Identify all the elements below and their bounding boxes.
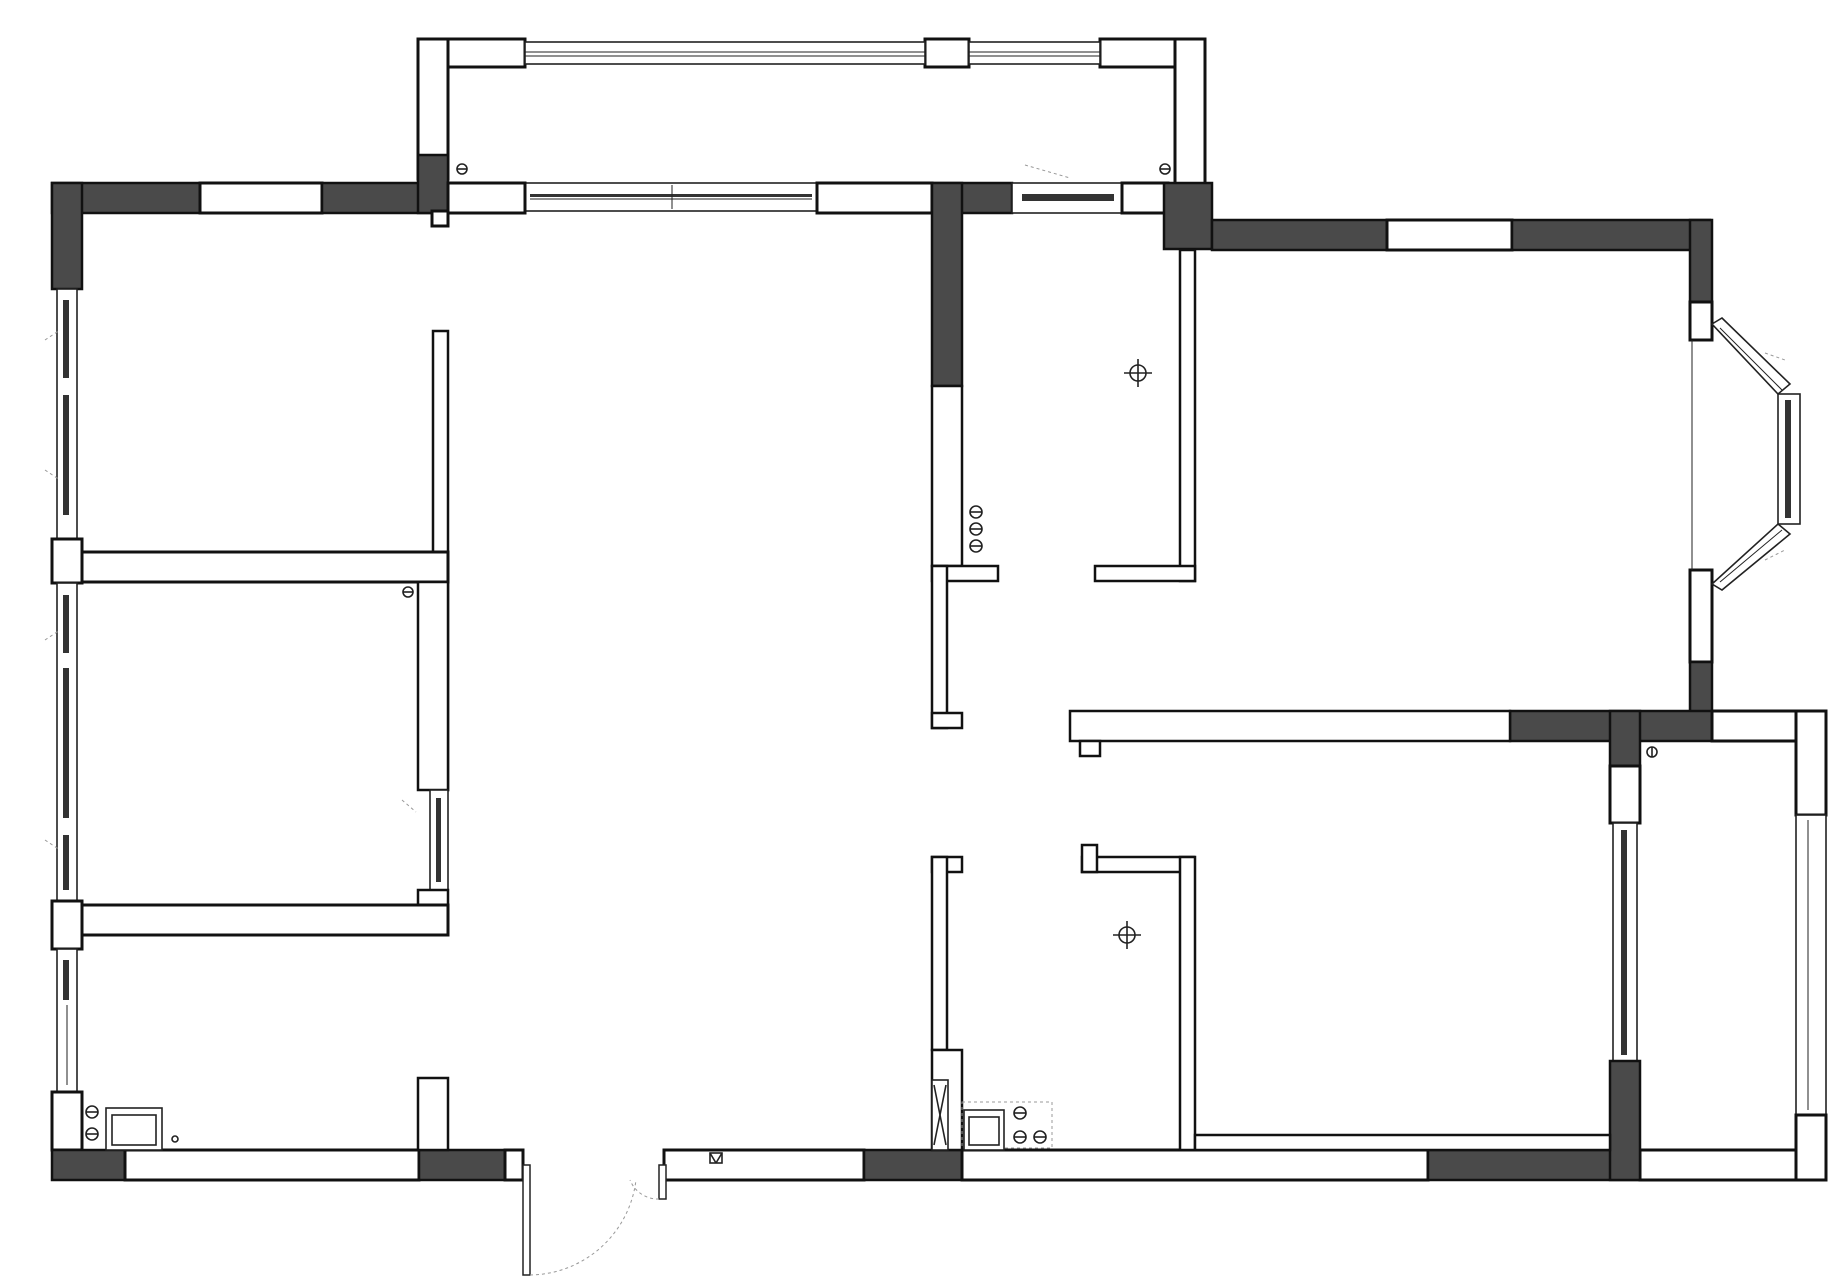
ceiling-light-icon <box>1113 921 1141 949</box>
gas-meter-icon <box>961 1101 1053 1151</box>
socket-icon <box>402 586 414 598</box>
exterior-walls <box>50 153 1828 1182</box>
socket-icon <box>456 163 468 175</box>
floor-drain-icon <box>709 1152 723 1164</box>
south-east-balcony-window <box>1795 814 1827 1116</box>
west-window-kitchen <box>56 948 78 1093</box>
kitchen-north-window <box>1011 182 1123 214</box>
window-swing <box>1764 549 1786 561</box>
vent-shaft-icon <box>931 1079 949 1151</box>
balcony-window-left <box>524 41 926 65</box>
bedroom-3-door-window <box>429 789 449 891</box>
balcony-window-right <box>968 41 1101 65</box>
bay-window <box>1691 316 1801 591</box>
balcony-sliding-door <box>524 182 818 212</box>
socket-icon <box>1159 163 1171 175</box>
ceiling-light-icon <box>1124 359 1152 387</box>
socket-icon <box>1646 746 1658 758</box>
west-window-bedroom-3 <box>56 582 78 902</box>
gas-valve-icon <box>969 505 983 553</box>
fixtures <box>44 163 1786 1164</box>
window-swing <box>401 799 417 813</box>
window-swing <box>1024 164 1071 179</box>
interior-walls <box>80 248 1612 1152</box>
entry-door[interactable] <box>522 1164 667 1276</box>
water-heater-icon <box>85 1105 179 1151</box>
east-window-bedroom-1 <box>1612 822 1638 1062</box>
west-window-bedroom-2 <box>56 288 78 540</box>
window-swing <box>1764 352 1786 361</box>
